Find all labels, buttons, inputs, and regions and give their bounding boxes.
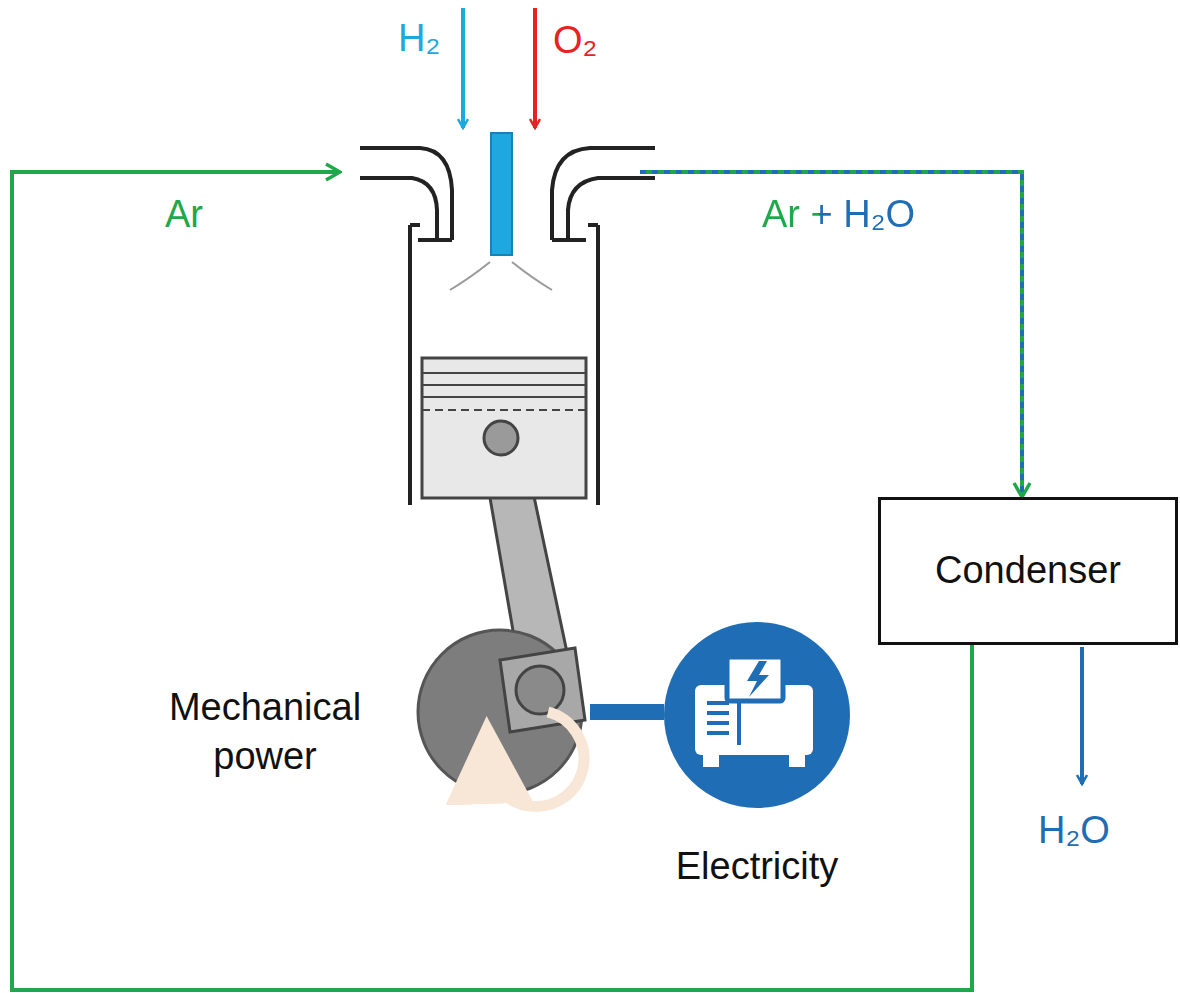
- water-label: H₂O: [1038, 808, 1110, 854]
- water-outlet-arrow: [1080, 647, 1084, 784]
- piston: [422, 358, 586, 498]
- exhaust-line: [640, 172, 1022, 497]
- connector-path: [640, 172, 1022, 497]
- crank-pin: [516, 666, 564, 714]
- o2-label: O₂: [553, 18, 597, 64]
- flow-label: Ar + H₂O: [762, 192, 915, 238]
- connector-path: [12, 172, 972, 990]
- connector-dash: [640, 172, 1022, 497]
- argon-return-line: [12, 172, 972, 990]
- connector-heads: [640, 712, 664, 713]
- cylinder: [410, 225, 598, 505]
- connector-heads: [640, 172, 1022, 497]
- part-label: Electricity: [637, 842, 877, 891]
- h2-label: H₂: [398, 16, 440, 62]
- rotation-arrow: [488, 712, 584, 806]
- spray: [450, 262, 552, 290]
- generator-icon: [662, 620, 852, 810]
- engine-node: Mechanical power: [340, 120, 640, 820]
- generator-node: Electricity: [662, 620, 852, 810]
- shaft-link: [640, 712, 664, 713]
- flow-label: Ar: [165, 192, 203, 238]
- condenser-box: Condenser: [878, 497, 1178, 645]
- connector-heads: [12, 172, 972, 990]
- o2-feed-arrow: [533, 8, 537, 128]
- part-label: Mechanical power: [140, 683, 390, 782]
- box-label: Condenser: [935, 546, 1121, 595]
- connector-path: [640, 704, 664, 720]
- h2-feed-arrow: [461, 8, 465, 128]
- injector: [491, 133, 512, 255]
